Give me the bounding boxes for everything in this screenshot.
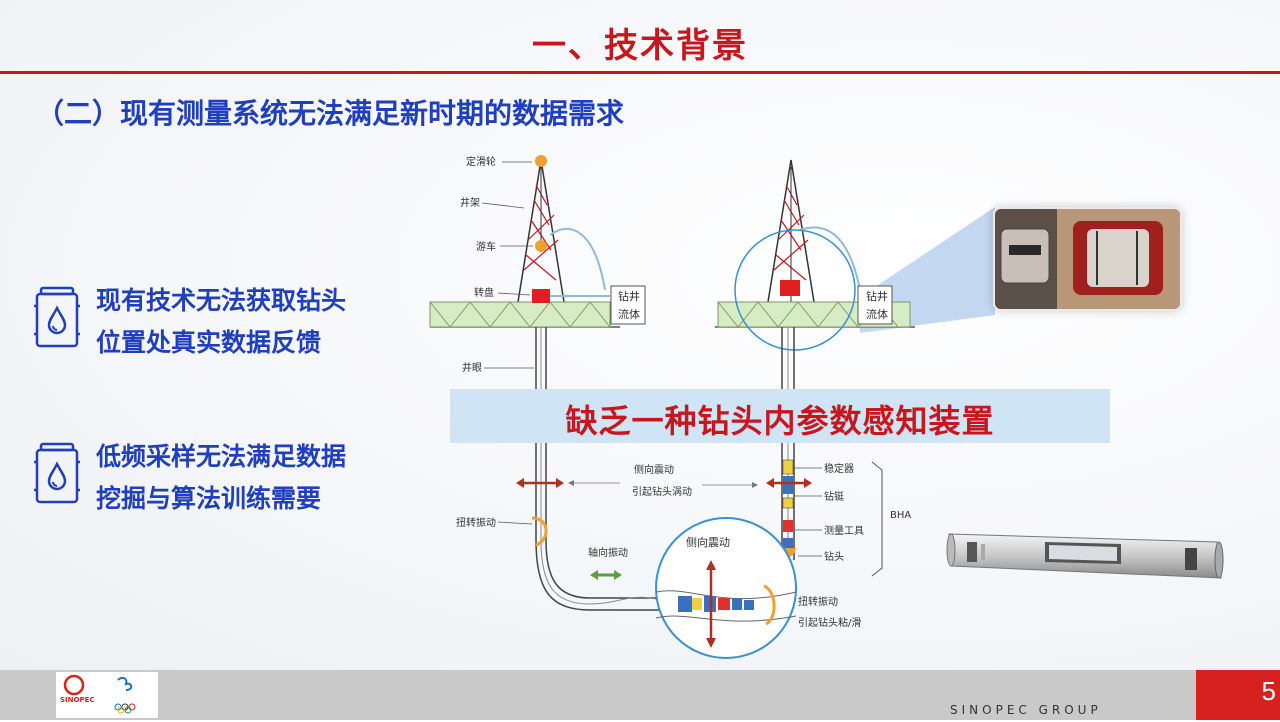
label-circle-stickslip: 引起钻头粘/滑	[798, 616, 861, 629]
bullet-point-1: 现有技术无法获取钻头 位置处真实数据反馈	[32, 280, 412, 360]
bullet-1-line-1: 现有技术无法获取钻头	[96, 286, 347, 315]
label-lateral-vibration: 侧向震动	[634, 463, 674, 476]
company-group-name: SINOPEC GROUP	[950, 703, 1102, 717]
traveling-block-icon	[535, 240, 547, 252]
rotary-table-icon	[532, 289, 550, 303]
label-bha: BHA	[890, 510, 911, 521]
drilling-rig-diagram: 定滑轮 井架 游车 转盘 井眼 扭转振动 钻井 流体 钻井	[429, 155, 915, 659]
sponsor-logos: SINOPEC	[56, 672, 158, 718]
label-fluid-left-1: 钻井	[618, 289, 640, 303]
label-torsional-vibration-left: 扭转振动	[456, 516, 496, 529]
title-divider	[0, 71, 1280, 74]
zoom-circle	[655, 517, 797, 659]
left-derrick	[429, 155, 661, 611]
measurement-device-image	[946, 533, 1224, 579]
right-derrick	[717, 159, 911, 577]
key-message-banner: 缺乏一种钻头内参数感知装置	[450, 389, 1110, 443]
label-crown-block: 定滑轮	[466, 155, 496, 168]
bullet-point-2: 低频采样无法满足数据 挖掘与算法训练需要	[32, 436, 412, 516]
sinopec-logo-text: SINOPEC	[60, 696, 95, 704]
label-fluid-right-1: 钻井	[866, 289, 888, 303]
page-number: 5	[1261, 676, 1276, 706]
label-circle-lateral: 侧向震动	[686, 535, 730, 549]
oil-drum-icon	[34, 286, 80, 348]
label-axial-vibration: 轴向振动	[588, 546, 628, 559]
label-rotary-table: 转盘	[474, 286, 494, 299]
slide-title: 一、技术背景	[532, 26, 748, 66]
sensor-parts-photo	[993, 207, 1182, 311]
label-fluid-left-2: 流体	[618, 307, 640, 321]
crown-block-icon	[535, 155, 547, 167]
label-circle-torsional: 扭转振动	[798, 595, 838, 608]
bullet-1-line-2: 位置处真实数据反馈	[96, 328, 322, 357]
bha-component-drill-collar: 钻铤	[824, 490, 844, 503]
label-derrick: 井架	[460, 196, 480, 209]
section-subtitle: （二）现有测量系统无法满足新时期的数据需求	[36, 97, 625, 130]
key-message-text: 缺乏一种钻头内参数感知装置	[565, 402, 995, 440]
oil-drum-icon	[34, 442, 80, 504]
label-traveling-block: 游车	[476, 240, 496, 253]
bha-component-drill-bit: 钻头	[824, 550, 844, 563]
bha-component-measurement-tool: 测量工具	[824, 524, 864, 537]
label-fluid-right-2: 流体	[866, 307, 888, 321]
bullet-2-line-2: 挖掘与算法训练需要	[96, 484, 322, 513]
page-number-box	[1196, 670, 1280, 720]
bullet-2-line-1: 低频采样无法满足数据	[96, 442, 347, 471]
footer-bar	[0, 670, 1280, 720]
label-wellbore: 井眼	[462, 361, 482, 374]
label-lateral-cause: 引起钻头涡动	[632, 485, 692, 498]
bha-component-stabilizer: 稳定器	[824, 462, 854, 475]
